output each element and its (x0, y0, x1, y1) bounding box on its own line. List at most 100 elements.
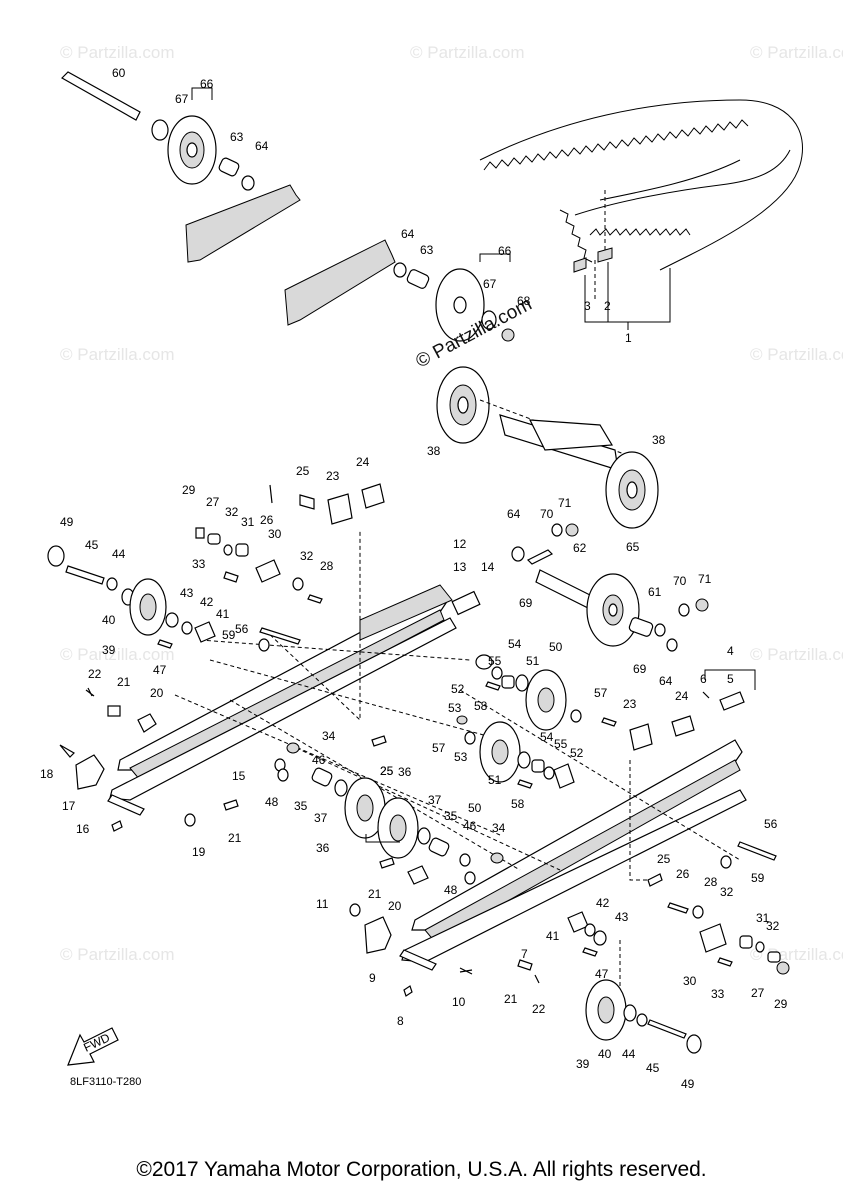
watermark: © Partzilla.com (750, 43, 843, 62)
seal-part-67 (151, 119, 169, 141)
callout-part-47: 47 (595, 967, 609, 981)
callout-part-33: 33 (192, 557, 206, 571)
callout-part-46: 46 (463, 819, 477, 833)
callout-part-40: 40 (102, 613, 116, 627)
callout-part-53: 53 (448, 701, 462, 715)
mid-wheels (456, 654, 756, 789)
callout-part-22: 22 (88, 667, 102, 681)
callout-part-66: 66 (498, 244, 512, 258)
callout-part-27: 27 (751, 986, 765, 1000)
callout-part-1: 1 (625, 331, 632, 345)
callout-part-38: 38 (427, 444, 441, 458)
bracket-part-13 (451, 590, 481, 616)
callout-part-64: 64 (255, 139, 269, 153)
callout-part-34: 34 (322, 729, 336, 743)
watermark: © Partzilla.com (750, 645, 843, 664)
upper-idler-assembly (511, 523, 709, 652)
track-belt (479, 99, 803, 300)
callout-part-26: 26 (676, 867, 690, 881)
callout-part-3: 3 (584, 299, 591, 313)
washer-part-64b (393, 262, 407, 278)
callout-part-55: 55 (554, 737, 568, 751)
callout-part-34: 34 (492, 821, 506, 835)
callout-part-49: 49 (681, 1077, 695, 1091)
rear-axle-assembly-mid (284, 239, 515, 342)
clip-part-3 (573, 257, 587, 273)
callout-part-47: 47 (153, 663, 167, 677)
callout-part-56: 56 (235, 622, 249, 636)
callout-part-42: 42 (596, 896, 610, 910)
callout-part-52: 52 (570, 746, 584, 760)
left-slide-rail (109, 584, 481, 801)
callout-part-11: 11 (316, 897, 329, 911)
callout-part-69: 69 (519, 596, 533, 610)
callout-part-48: 48 (444, 883, 458, 897)
callout-part-60: 60 (112, 66, 126, 80)
callout-part-27: 27 (206, 495, 220, 509)
callout-part-37: 37 (314, 811, 328, 825)
center-axle-assembly (436, 366, 659, 529)
callout-part-32: 32 (720, 885, 734, 899)
callout-part-25: 25 (657, 852, 671, 866)
parts-diagram: © Partzilla.com © Partzilla.com © Partzi… (40, 43, 843, 1091)
callout-part-13: 13 (453, 560, 467, 574)
fwd-arrow-icon: FWD (67, 1027, 119, 1066)
callout-part-12: 12 (453, 537, 467, 551)
frame-rail-fragment (185, 184, 301, 263)
callout-part-58: 58 (511, 797, 525, 811)
callout-part-33: 33 (711, 987, 725, 1001)
callout-part-31: 31 (756, 911, 770, 925)
callout-part-71: 71 (558, 496, 572, 510)
callout-part-29: 29 (774, 997, 788, 1011)
callout-part-45: 45 (85, 538, 99, 552)
callout-part-68: 68 (517, 294, 531, 308)
callout-part-57: 57 (432, 741, 446, 755)
callout-part-31: 31 (241, 515, 255, 529)
callout-part-43: 43 (180, 586, 194, 600)
callout-part-35: 35 (444, 809, 458, 823)
clip-part-2 (597, 247, 613, 263)
callout-part-23: 23 (623, 697, 637, 711)
callout-part-29: 29 (182, 483, 196, 497)
callout-part-6: 6 (700, 672, 707, 686)
callout-part-16: 16 (76, 822, 90, 836)
washer-part-64 (241, 175, 255, 191)
callout-part-25: 25 (380, 764, 394, 778)
callout-part-59: 59 (222, 628, 236, 642)
callout-part-64: 64 (507, 507, 521, 521)
callout-part-49: 49 (60, 515, 74, 529)
callout-part-46: 46 (312, 753, 326, 767)
watermark: © Partzilla.com (60, 945, 175, 964)
callout-part-54: 54 (508, 637, 522, 651)
callout-part-21: 21 (368, 887, 382, 901)
callout-part-37: 37 (428, 793, 442, 807)
callout-part-50: 50 (549, 640, 563, 654)
callout-part-7: 7 (521, 947, 528, 961)
callout-part-50: 50 (468, 801, 482, 815)
callout-part-21: 21 (228, 831, 242, 845)
callout-part-14: 14 (481, 560, 495, 574)
callout-part-24: 24 (675, 689, 689, 703)
callout-part-36: 36 (398, 765, 412, 779)
callout-part-54: 54 (540, 730, 554, 744)
callout-part-22: 22 (532, 1002, 546, 1016)
watermarks: © Partzilla.com © Partzilla.com © Partzi… (60, 43, 843, 964)
left-side-hardware (47, 483, 504, 885)
callout-part-28: 28 (320, 559, 334, 573)
track-clips (573, 247, 671, 330)
watermark: © Partzilla.com (750, 345, 843, 364)
callout-part-44: 44 (622, 1047, 636, 1061)
callout-part-59: 59 (751, 871, 765, 885)
callout-part-35: 35 (294, 799, 308, 813)
callout-part-42: 42 (200, 595, 214, 609)
callout-part-70: 70 (540, 507, 554, 521)
callout-part-9: 9 (369, 971, 376, 985)
right-slide-rail (401, 739, 747, 963)
callout-part-32: 32 (766, 919, 780, 933)
callout-part-25: 25 (380, 764, 394, 778)
callout-part-41: 41 (216, 607, 230, 621)
callout-part-25: 25 (296, 464, 310, 478)
callout-part-8: 8 (397, 1014, 404, 1028)
callout-part-56: 56 (764, 817, 778, 831)
